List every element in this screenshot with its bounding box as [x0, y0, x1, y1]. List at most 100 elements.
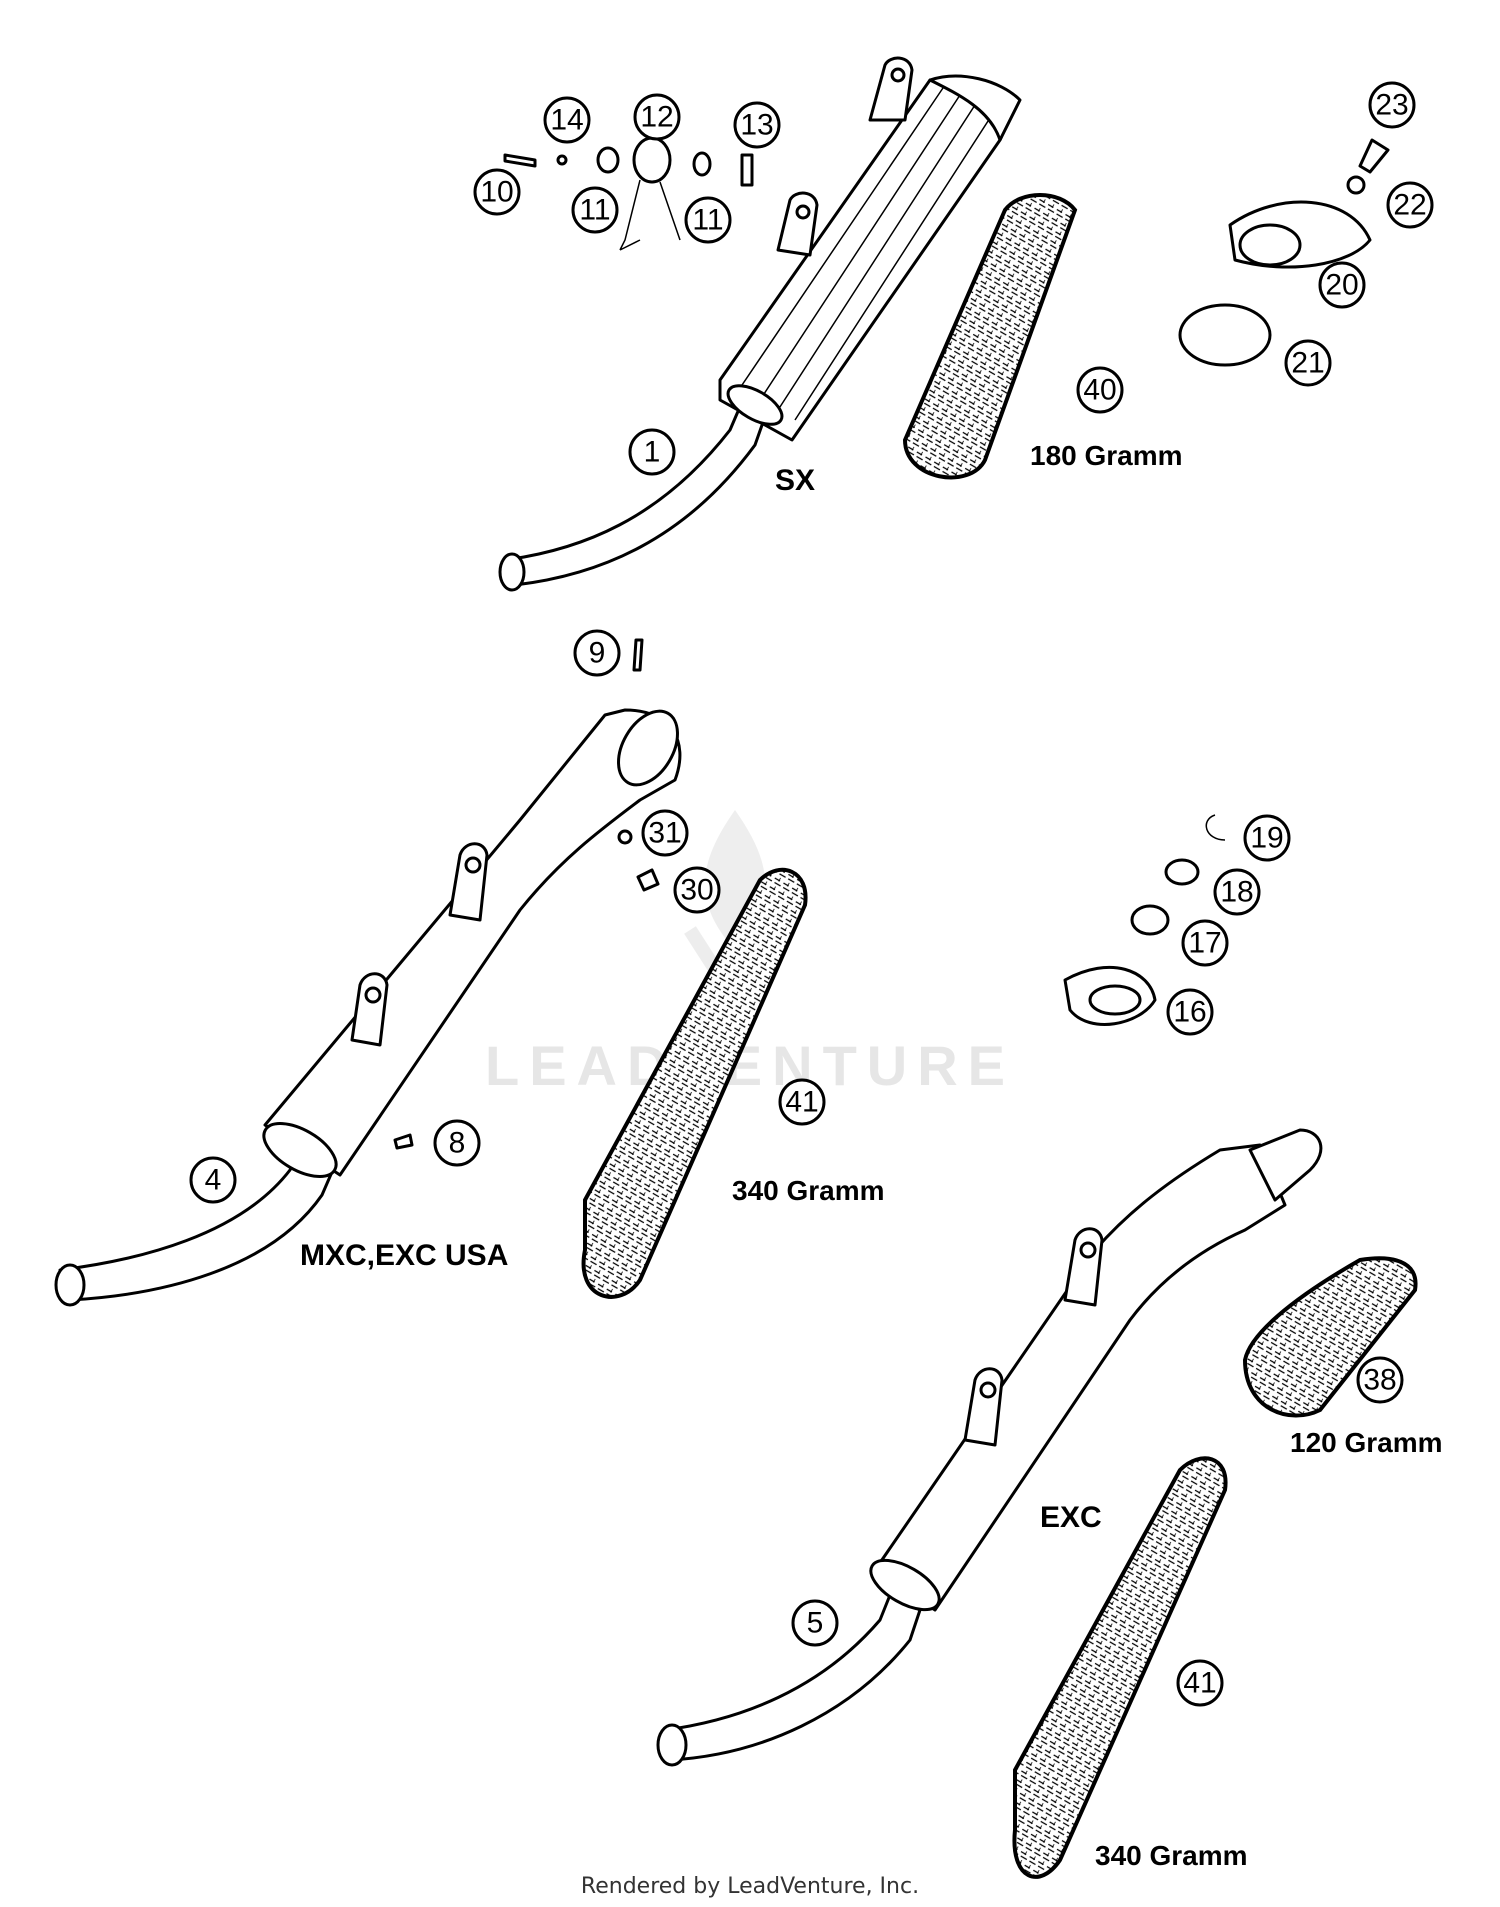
callout-12: 12 — [633, 93, 681, 141]
callout-30: 30 — [673, 866, 721, 914]
svg-text:40: 40 — [1083, 374, 1116, 407]
svg-text:4: 4 — [205, 1164, 222, 1197]
rivet-9 — [632, 638, 644, 672]
svg-text:8: 8 — [449, 1127, 466, 1160]
sx-inlet-pipe — [503, 393, 770, 587]
packing-41-mxc — [581, 867, 808, 1299]
sx-end-cap — [928, 74, 1022, 142]
svg-text:22: 22 — [1393, 189, 1426, 222]
weight-41-exc: 340 Gramm — [1095, 1840, 1248, 1871]
packing-38 — [1242, 1256, 1418, 1418]
exc-mount-tab-upper — [1063, 1227, 1104, 1307]
exc-mount-tab-lower — [963, 1367, 1004, 1447]
svg-text:41: 41 — [1183, 1667, 1216, 1700]
washer-11-right — [692, 151, 712, 177]
grommet-12 — [632, 136, 672, 184]
clip-19 — [1205, 814, 1226, 841]
weight-41-mxc: 340 Gramm — [732, 1175, 885, 1206]
sx-mount-hardware — [503, 136, 754, 251]
svg-text:12: 12 — [640, 101, 673, 134]
svg-text:23: 23 — [1375, 89, 1408, 122]
bolt-10 — [503, 153, 537, 168]
callout-11-right: 11 — [684, 196, 732, 244]
packing-40 — [902, 193, 1078, 480]
callout-41-exc: 41 — [1176, 1659, 1224, 1707]
exc-outlet — [1248, 1128, 1323, 1202]
svg-text:11: 11 — [692, 204, 723, 237]
svg-text:9: 9 — [589, 637, 606, 670]
ring-18 — [1164, 858, 1200, 886]
nut-13 — [740, 153, 754, 187]
washer-11-left — [596, 146, 620, 174]
callout-13: 13 — [733, 101, 781, 149]
exc-pipe-end — [656, 1723, 688, 1767]
svg-text:14: 14 — [550, 104, 583, 137]
svg-text:38: 38 — [1363, 1364, 1396, 1397]
callout-4: 4 — [189, 1156, 237, 1204]
mxc-mount-tab-upper — [448, 842, 489, 922]
weight-40: 180 Gramm — [1030, 440, 1183, 471]
mxc-muffler-body — [263, 708, 682, 1177]
weight-38: 120 Gramm — [1290, 1427, 1443, 1458]
washer-22 — [1346, 175, 1366, 195]
gasket-21 — [1178, 303, 1272, 367]
sx-label: SX — [775, 464, 815, 497]
sx-pipe-end — [498, 552, 526, 592]
callout-19: 19 — [1243, 814, 1291, 862]
callout-18: 18 — [1213, 868, 1261, 916]
sx-mount-tab-lower — [776, 191, 819, 257]
callout-9: 9 — [573, 629, 621, 677]
bushing-17 — [1130, 904, 1170, 936]
svg-text:5: 5 — [807, 1607, 824, 1640]
end-cap-20-outlet — [1238, 223, 1302, 267]
washer-14 — [556, 154, 568, 166]
svg-text:16: 16 — [1173, 996, 1206, 1029]
svg-text:13: 13 — [740, 109, 773, 142]
svg-text:11: 11 — [579, 194, 610, 227]
callout-8: 8 — [433, 1119, 481, 1167]
callout-23: 23 — [1368, 81, 1416, 129]
svg-text:19: 19 — [1250, 822, 1283, 855]
sx-end-cap-parts — [1178, 138, 1390, 367]
callout-14: 14 — [543, 96, 591, 144]
svg-text:18: 18 — [1220, 876, 1253, 909]
exc-label: EXC — [1040, 1501, 1102, 1534]
callout-40: 40 — [1076, 366, 1124, 414]
exc-muffler-body — [873, 1143, 1287, 1612]
callout-10: 10 — [473, 168, 521, 216]
packing-41-exc — [1012, 1456, 1228, 1879]
mxc-inlet-pipe — [58, 1148, 337, 1302]
svg-text:30: 30 — [680, 874, 713, 907]
callout-22: 22 — [1386, 181, 1434, 229]
mxc-exc-usa-label: MXC,EXC USA — [300, 1239, 508, 1272]
callout-31: 31 — [641, 809, 689, 857]
svg-text:1: 1 — [644, 436, 661, 469]
mxc-pipe-end — [54, 1263, 86, 1307]
screw-8 — [393, 1133, 414, 1150]
footer-credit: Rendered by LeadVenture, Inc. — [581, 1874, 919, 1899]
screw-30 — [636, 868, 660, 892]
sx-mount-tab-upper — [868, 56, 914, 122]
callout-17: 17 — [1181, 919, 1229, 967]
callout-38: 38 — [1356, 1356, 1404, 1404]
exc-inlet-pipe — [663, 1593, 922, 1762]
callout-41-mxc: 41 — [778, 1078, 826, 1126]
svg-text:21: 21 — [1291, 347, 1324, 380]
callout-20: 20 — [1318, 261, 1366, 309]
callout-16: 16 — [1166, 988, 1214, 1036]
svg-text:10: 10 — [480, 176, 513, 209]
exc-muffler — [656, 1128, 1323, 1767]
svg-text:41: 41 — [785, 1086, 818, 1119]
washer-31 — [617, 829, 633, 845]
watermark-text: LEADVENTURE — [485, 1034, 1015, 1097]
sx-muffler — [498, 56, 1022, 592]
callout-5: 5 — [791, 1599, 839, 1647]
mxc-mount-tab-lower — [350, 972, 389, 1047]
svg-text:17: 17 — [1188, 927, 1221, 960]
callout-21: 21 — [1284, 339, 1332, 387]
screw-23 — [1358, 138, 1390, 174]
callout-11-left: 11 — [571, 186, 619, 234]
callout-1: 1 — [628, 428, 676, 476]
mxc-exc-usa-muffler — [54, 638, 682, 1307]
